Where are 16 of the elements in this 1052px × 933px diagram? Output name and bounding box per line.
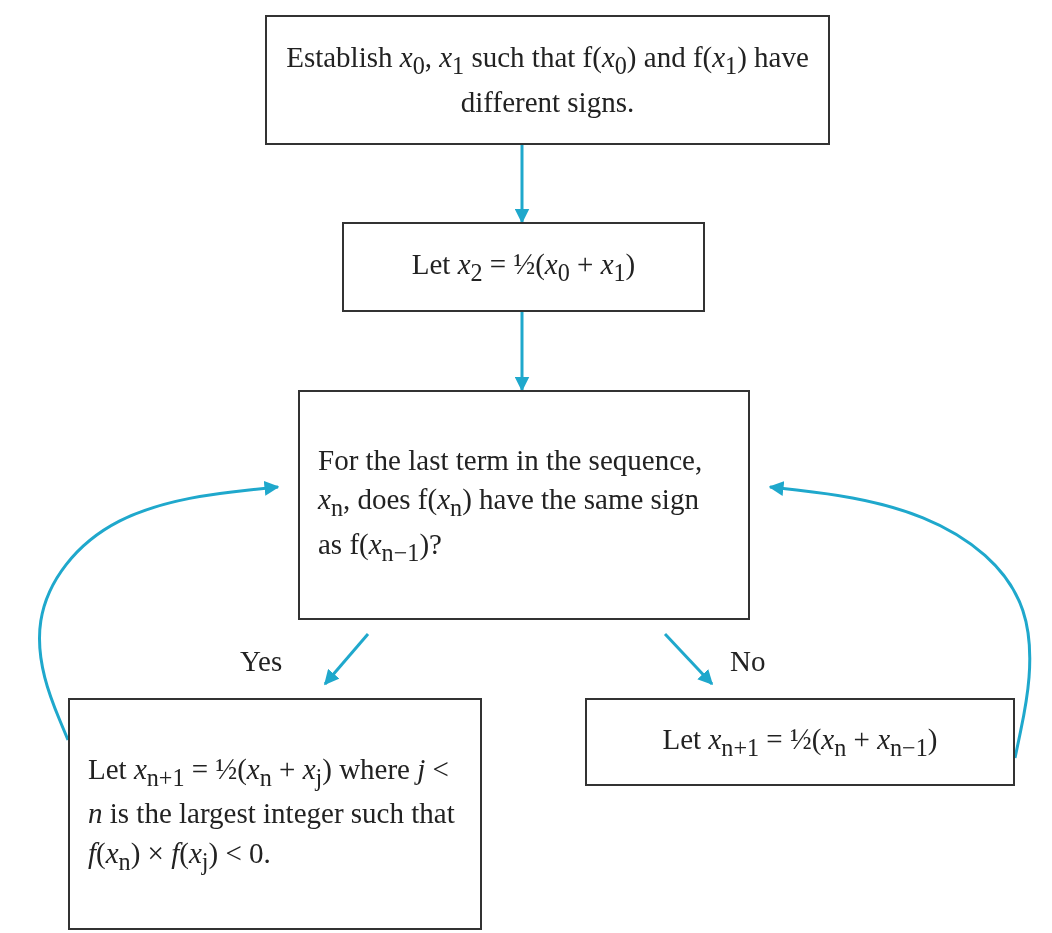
arrow <box>323 633 370 686</box>
arrow <box>514 312 530 392</box>
step-text: Let x$_{2}$ = ½(x$_{0}$ + x$_{1}$) <box>411 246 636 288</box>
decision-box <box>298 390 750 620</box>
step-text: For the last term in the sequence, x$_{n}$, does f(x$_{n}$) have the same sign as f(x$_{n−1}$)? <box>318 443 704 568</box>
process-box <box>68 698 482 930</box>
step-text: Establish x$_{0}$, x$_{1}$ such that f(x$_{0}$) and f(x$_{1}$) have different signs. <box>285 40 810 120</box>
arrow <box>514 145 530 224</box>
process-box <box>265 15 830 145</box>
process-box <box>342 222 705 312</box>
arrow <box>663 632 714 686</box>
step-text: Let x$_{n+1}$ = ½(x$_{n}$ + x$_{n−1}$) <box>662 721 938 763</box>
arrow <box>768 481 1032 759</box>
step-text: Let x$_{n+1}$ = ½(x$_{n}$ + x$_{j}$) where j < n is the largest integer such that f(x$_{n}$) × f(x$_{j}$) < 0. <box>88 752 456 877</box>
arrow <box>38 480 280 741</box>
process-box <box>585 698 1015 786</box>
